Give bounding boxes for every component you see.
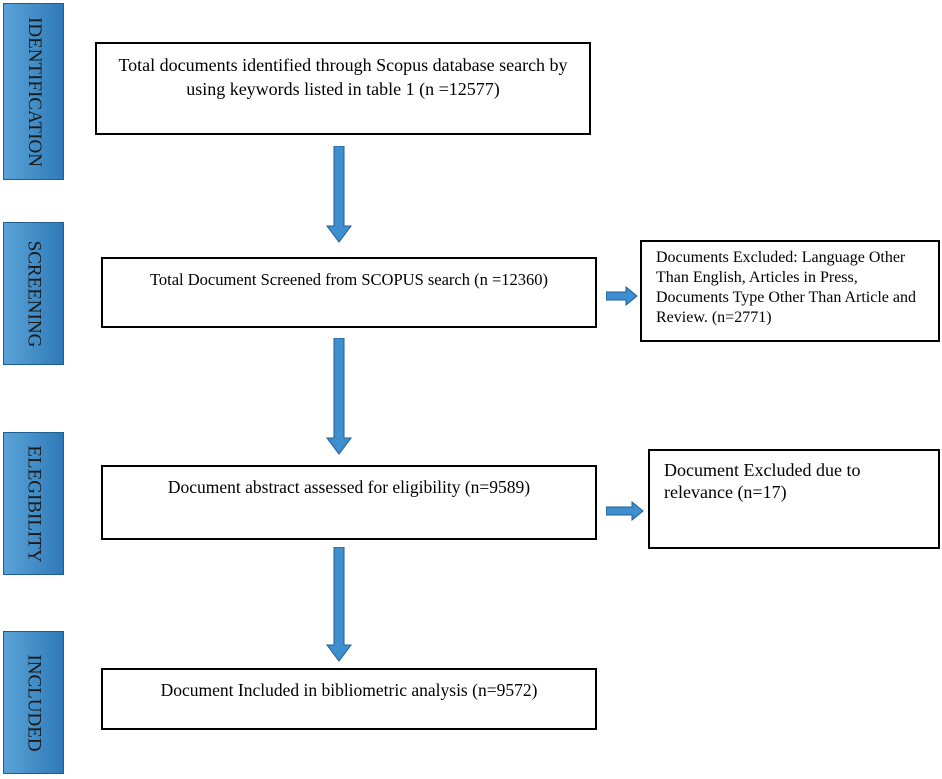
box-identification: Total documents identified through Scopu… xyxy=(95,42,591,135)
box-screening-text: Total Document Screened from SCOPUS sear… xyxy=(149,270,549,289)
arrow-down-identification-to-screening xyxy=(326,146,352,243)
box-eligibility-excluded: Document Excluded due to relevance (n=17… xyxy=(648,449,940,549)
box-eligibility: Document abstract assessed for eligibili… xyxy=(101,465,597,540)
arrow-right-screening-to-excluded xyxy=(606,286,638,306)
stage-label-included: INCLUDED xyxy=(23,653,45,752)
box-eligibility-text: Document abstract assessed for eligibili… xyxy=(167,477,531,497)
box-included: Document Included in bibliometric analys… xyxy=(101,668,597,730)
box-included-text: Document Included in bibliometric analys… xyxy=(160,680,538,700)
box-identification-text: Total documents identified through Scopu… xyxy=(118,55,568,99)
stage-label-screening: SCREENING xyxy=(23,240,45,347)
stage-included: INCLUDED xyxy=(3,631,64,774)
arrow-right-eligibility-to-excluded xyxy=(606,501,644,521)
arrow-down-eligibility-to-included xyxy=(326,547,352,662)
box-screening-excluded: Documents Excluded: Language Other Than … xyxy=(640,240,940,342)
box-screening: Total Document Screened from SCOPUS sear… xyxy=(101,257,597,328)
stage-eligibility: ELEGIBILITY xyxy=(3,432,64,575)
box-eligibility-excluded-text: Document Excluded due to relevance (n=17… xyxy=(664,460,861,502)
stage-label-identification: IDENTIFICATION xyxy=(23,16,45,167)
arrow-down-screening-to-eligibility xyxy=(326,338,352,455)
stage-label-eligibility: ELEGIBILITY xyxy=(23,444,45,563)
box-screening-excluded-text: Documents Excluded: Language Other Than … xyxy=(656,249,916,326)
stage-identification: IDENTIFICATION xyxy=(3,3,64,180)
stage-screening: SCREENING xyxy=(3,222,64,365)
